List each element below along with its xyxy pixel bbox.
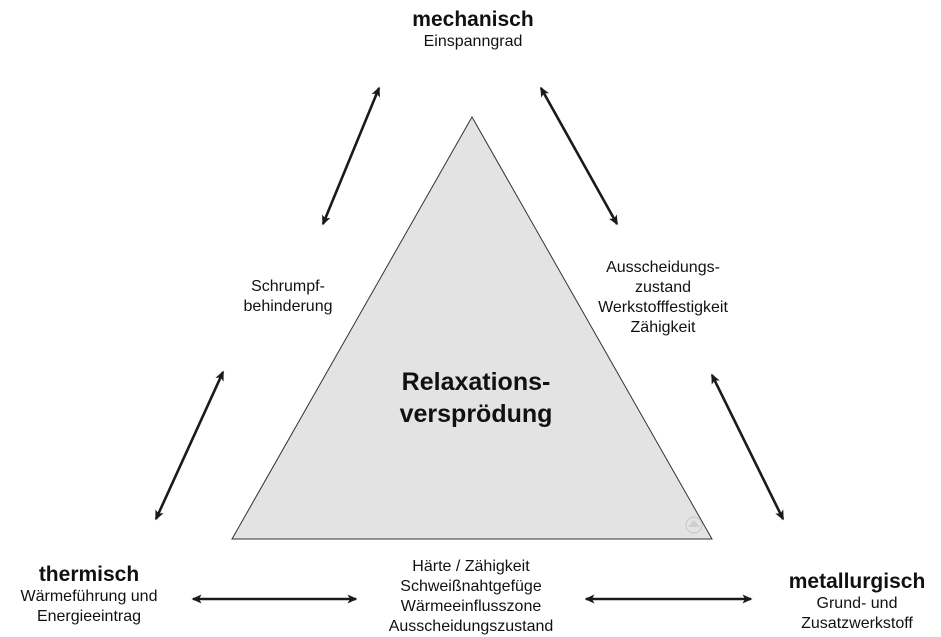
edge-right-line-3: Werkstofffestigkeit	[598, 299, 728, 316]
arrow-mechanical-right-upper	[539, 86, 619, 226]
edge-bottom-line-1: Härte / Zähigkeit	[412, 558, 530, 575]
center-title-line-1: Relaxations-	[401, 368, 551, 396]
corner-metallurgical: metallurgisch Grund- und Zusatzwerkstoff	[789, 570, 926, 634]
corner-metallurgical-sub-2: Zusatzwerkstoff	[801, 615, 913, 632]
center-title-line-2: versprödung	[399, 400, 553, 428]
corner-mechanical-title: mechanisch	[412, 8, 534, 31]
corner-metallurgical-sub-1: Grund- und	[816, 595, 898, 612]
edge-right-line-4: Zähigkeit	[630, 319, 696, 336]
central-triangle	[231, 115, 713, 540]
corner-thermal-sub-1: Wärmeführung und	[20, 588, 158, 605]
edge-left-line-1: Schrumpf-	[251, 278, 325, 295]
corner-mechanical-sub: Einspanngrad	[423, 33, 523, 50]
corner-thermal-title: thermisch	[38, 563, 140, 586]
edge-bottom-line-4: Ausscheidungszustand	[388, 618, 554, 635]
edge-bottom-line-2: Schweißnahtgefüge	[400, 578, 542, 595]
edge-bottom-line-3: Wärmeeinflusszone	[400, 598, 542, 615]
edge-bottom-label: Härte / Zähigkeit Schweißnahtgefüge Wärm…	[389, 557, 554, 637]
arrow-metallurgical-right-lower	[710, 373, 785, 521]
arrow-mechanical-left-upper	[321, 86, 381, 226]
edge-right-line-2: zustand	[634, 279, 692, 296]
edge-left-label: Schrumpf- behinderung	[244, 277, 333, 317]
center-title: Relaxations- versprödung	[400, 366, 553, 430]
arrow-thermal-left-lower	[154, 370, 225, 521]
corner-metallurgical-title: metallurgisch	[788, 570, 926, 593]
corner-thermal-sub-2: Energieeintrag	[36, 608, 142, 625]
watermark-logo-icon	[685, 516, 703, 534]
edge-right-line-1: Ausscheidungs-	[606, 259, 720, 276]
corner-thermal: thermisch Wärmeführung und Energieeintra…	[21, 563, 158, 627]
edge-right-label: Ausscheidungs- zustand Werkstofffestigke…	[598, 258, 728, 338]
edge-left-line-2: behinderung	[243, 298, 333, 315]
corner-mechanical: mechanisch Einspanngrad	[412, 8, 533, 52]
